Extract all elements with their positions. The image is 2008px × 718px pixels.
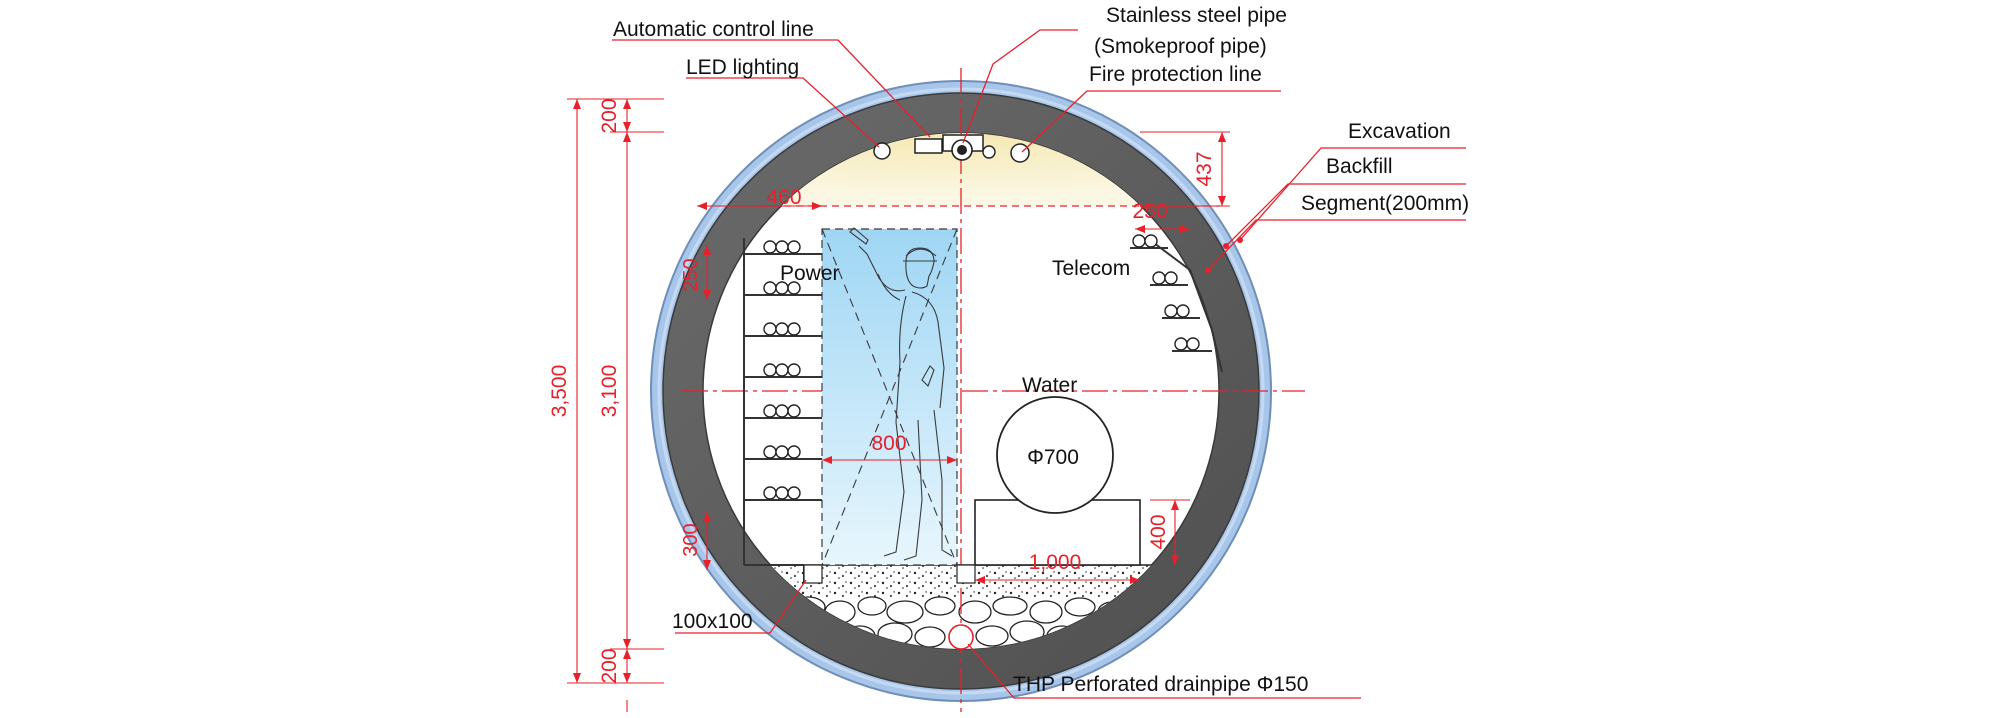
telecom-cable (1152, 271, 1166, 285)
dim-crown-zone: 437 (1193, 151, 1216, 186)
drain-channel-right (956, 564, 976, 584)
telecom-tray-post (1149, 239, 1223, 373)
control-line-box (914, 138, 943, 154)
power-cable (787, 363, 801, 377)
label-automatic-control-line: Automatic control line (613, 18, 814, 41)
power-cable (775, 322, 789, 336)
telecom-cable (1164, 304, 1178, 318)
dim-telecom-shelf-gap: 250 (1132, 200, 1167, 223)
label-smokeproof-pipe: (Smokeproof pipe) (1094, 35, 1267, 58)
label-perforated-drainpipe: THP Perforated drainpipe Φ150 (1013, 673, 1308, 696)
labels: Automatic control line LED lighting Stai… (613, 4, 1469, 696)
label-drain-size: 100x100 (672, 610, 753, 633)
power-cable (787, 240, 801, 254)
led-light-icon (873, 142, 891, 160)
telecom-cable (1144, 234, 1158, 248)
telecom-cable-tray (1149, 239, 1223, 373)
telecom-cable (1186, 337, 1200, 351)
crown-utilities (873, 134, 1030, 163)
label-backfill: Backfill (1326, 155, 1393, 178)
label-led-lighting: LED lighting (686, 56, 799, 79)
drainage (803, 564, 976, 650)
left-dimensions: 3,500 3,100 200 200 (548, 98, 664, 712)
power-cable (763, 322, 777, 336)
power-cable (787, 404, 801, 418)
telecom-cable (1132, 234, 1146, 248)
power-cable (763, 240, 777, 254)
walkway (821, 227, 958, 566)
power-cable (763, 281, 777, 295)
label-telecom: Telecom (1052, 257, 1130, 280)
dim-water-base-width: 1,000 (1029, 551, 1082, 574)
power-cable (763, 486, 777, 500)
label-pipe-diameter: Φ700 (1027, 446, 1079, 469)
power-cable (787, 281, 801, 295)
power-cable (775, 404, 789, 418)
dim-walkway-width: 800 (871, 432, 906, 455)
power-cable (775, 363, 789, 377)
dim-bottom-segment: 200 (598, 648, 621, 683)
label-power: Power (780, 262, 840, 285)
leader-lines (612, 29, 1466, 699)
telecom-cable (1176, 304, 1190, 318)
label-water: Water (1022, 374, 1077, 397)
drain-channel-left (803, 564, 823, 584)
fire-protection-pipe (982, 145, 996, 159)
dim-total-height: 3,500 (548, 365, 571, 418)
dim-shelf-spacing: 250 (680, 258, 702, 291)
dim-power-shelf-gap: 460 (766, 186, 801, 209)
power-cable (775, 281, 789, 295)
power-cable (775, 240, 789, 254)
power-cable (787, 322, 801, 336)
label-fire-protection-line: Fire protection line (1089, 63, 1262, 86)
power-cable (787, 486, 801, 500)
power-cable (787, 445, 801, 459)
dim-water-base-height: 400 (1147, 514, 1170, 549)
water-pipe-assembly (974, 396, 1141, 566)
telecom-cable (1174, 337, 1188, 351)
label-excavation: Excavation (1348, 120, 1451, 143)
label-stainless-steel-pipe: Stainless steel pipe (1106, 4, 1287, 27)
power-cable (775, 486, 789, 500)
label-segment: Segment(200mm) (1301, 192, 1469, 215)
dim-top-segment: 200 (598, 98, 621, 133)
led-light-icon-right (1010, 143, 1030, 163)
power-cable (763, 363, 777, 377)
power-cable (763, 404, 777, 418)
interior-dimensions: 460 250 250 300 800 400 1,000 437 (680, 131, 1230, 584)
water-pipe (996, 396, 1114, 514)
power-cable (775, 445, 789, 459)
power-cable (763, 445, 777, 459)
perforated-drainpipe (948, 624, 974, 650)
dim-shelf-bottom: 300 (680, 523, 702, 556)
dim-inner-height: 3,100 (598, 365, 621, 418)
telecom-cable (1164, 271, 1178, 285)
